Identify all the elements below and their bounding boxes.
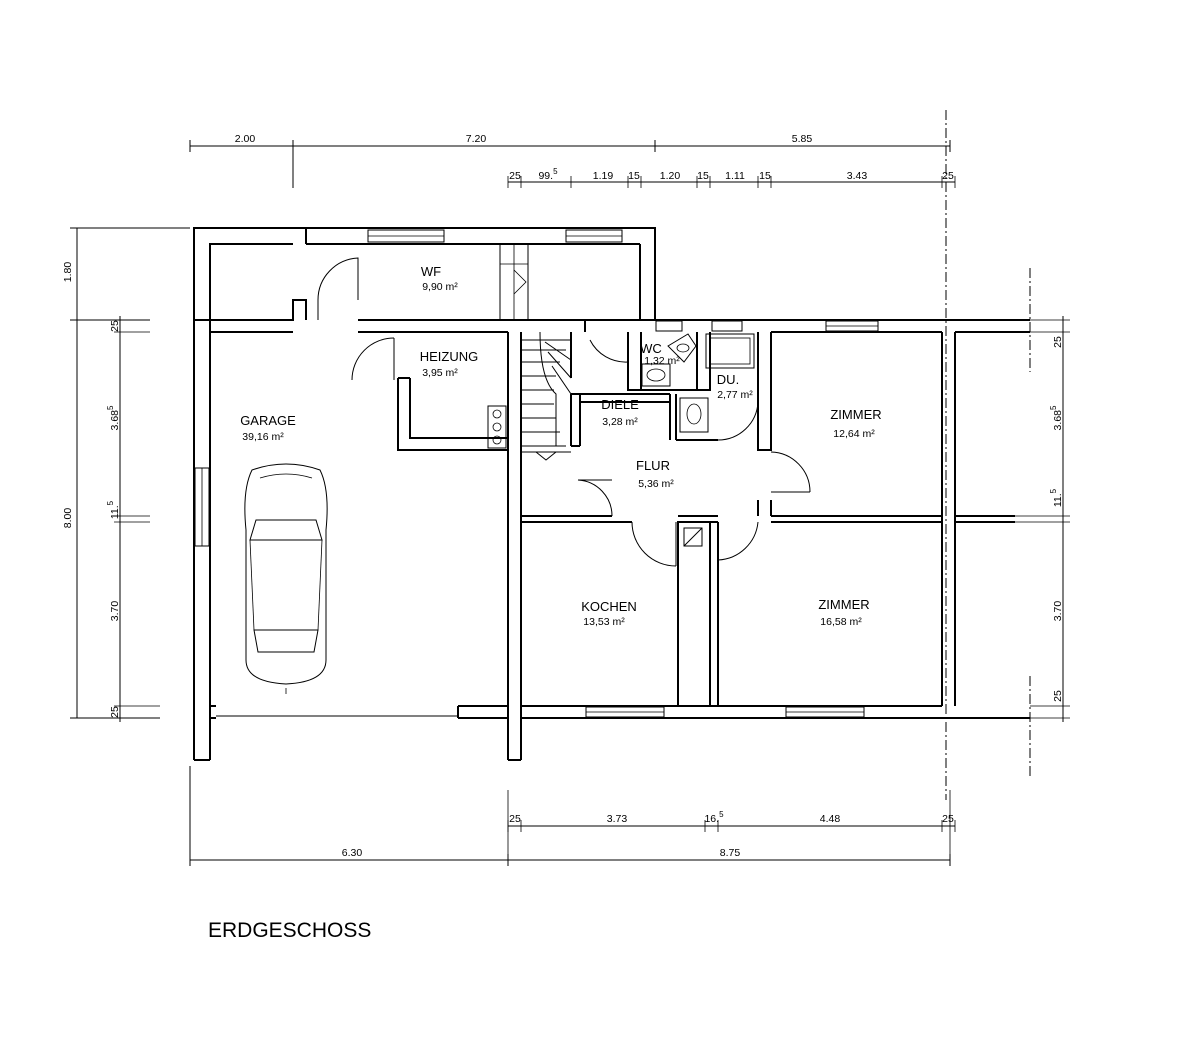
top-dimension-chain-2: 25 99.5 1.19 15 1.20 15 1.11 15 3.43 25	[507, 167, 956, 188]
dim-top1-0: 2.00	[235, 133, 256, 145]
room-area-zimmer-1: 12,64 m²	[833, 428, 875, 440]
room-area-wc: 1,32 m²	[644, 355, 680, 367]
fixtures	[487, 333, 755, 449]
room-name-wf: WF	[421, 264, 441, 279]
dim-top2-7: 15	[759, 170, 771, 182]
staircase	[499, 243, 572, 461]
top-dimension-chain-1: 2.00 7.20 5.85	[189, 133, 951, 188]
room-area-kochen: 13,53 m²	[583, 616, 625, 628]
room-area-diele: 3,28 m²	[602, 416, 638, 428]
room-area-wf: 9,90 m²	[422, 281, 458, 293]
dim-right-inner-3: 3.70	[1052, 601, 1064, 622]
dim-top2-8: 3.43	[847, 170, 868, 182]
doors	[317, 257, 811, 567]
room-name-zimmer-2: ZIMMER	[818, 597, 869, 612]
room-area-garage: 39,16 m²	[242, 431, 284, 443]
room-area-zimmer-2: 16,58 m²	[820, 616, 862, 628]
dim-top1-2: 5.85	[792, 133, 813, 145]
dim-top2-1: 99.5	[538, 167, 558, 182]
car-icon	[244, 463, 328, 694]
left-outer-dimension-chain: 1.80 8.00	[62, 227, 190, 719]
room-name-zimmer-1: ZIMMER	[830, 407, 881, 422]
room-name-kochen: KOCHEN	[581, 599, 637, 614]
room-name-heizung: HEIZUNG	[420, 349, 479, 364]
dim-right-inner-2: 11.5	[1049, 488, 1064, 507]
dim-top2-3: 15	[628, 170, 640, 182]
dim-top2-6: 1.11	[725, 170, 745, 182]
dim-left-outer-0: 1.80	[62, 262, 74, 283]
dim-top2-2: 1.19	[593, 170, 614, 182]
dim-bottom2-0: 6.30	[342, 847, 363, 859]
building-walls	[193, 227, 1030, 761]
room-name-diele: DIELE	[601, 397, 639, 412]
room-labels: WF 9,90 m² HEIZUNG 3,95 m² GARAGE 39,16 …	[240, 264, 881, 628]
room-area-du: 2,77 m²	[717, 389, 753, 401]
dim-bottom2-1: 8.75	[720, 847, 741, 859]
dim-left-outer-1: 8.00	[62, 508, 74, 529]
room-name-flur: FLUR	[636, 458, 670, 473]
dim-bottom1-0: 25	[509, 813, 521, 825]
right-inner-dimension-chain: 25 3.685 11.5 3.70 25	[1015, 268, 1070, 776]
dim-top2-9: 25	[942, 170, 954, 182]
dim-bottom1-3: 4.48	[820, 813, 841, 825]
plan-title: ERDGESCHOSS	[208, 919, 371, 942]
windows	[194, 229, 879, 718]
dim-right-inner-4: 25	[1052, 690, 1064, 702]
dim-left-inner-4: 25	[109, 706, 121, 718]
dim-right-inner-1: 3.685	[1049, 405, 1064, 430]
room-area-heizung: 3,95 m²	[422, 367, 458, 379]
dim-top2-0: 25	[509, 170, 521, 182]
dim-bottom1-1: 3.73	[607, 813, 628, 825]
dim-top2-4: 1.20	[660, 170, 681, 182]
dim-top1-1: 7.20	[466, 133, 487, 145]
dim-bottom1-2: 16.5	[704, 810, 724, 825]
dim-right-inner-0: 25	[1052, 336, 1064, 348]
room-name-wc: WC	[640, 341, 662, 356]
dim-left-inner-2: 11.5	[106, 500, 121, 519]
dim-left-inner-1: 3.685	[106, 405, 121, 430]
dim-top2-5: 15	[697, 170, 709, 182]
dim-bottom1-4: 25	[942, 813, 954, 825]
dim-left-inner-0: 25	[109, 320, 121, 332]
room-name-garage: GARAGE	[240, 413, 296, 428]
dim-left-inner-3: 3.70	[109, 601, 121, 622]
bottom-dimension-chain-2: 6.30 8.75	[189, 766, 951, 866]
bottom-dimension-chain-1: 25 3.73 16.5 4.48 25	[507, 790, 956, 866]
left-inner-dimension-chain: 25 3.685 11.5 3.70 25	[106, 316, 160, 722]
room-area-flur: 5,36 m²	[638, 478, 674, 490]
room-name-du: DU.	[717, 372, 739, 387]
